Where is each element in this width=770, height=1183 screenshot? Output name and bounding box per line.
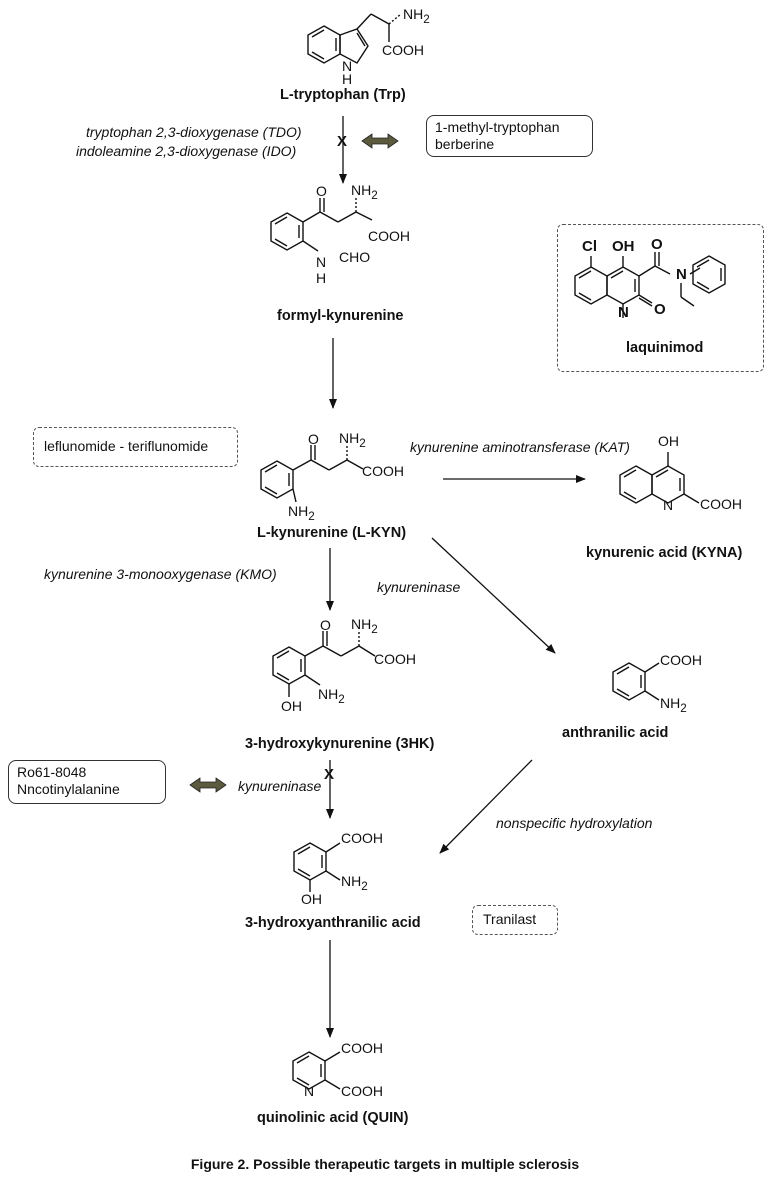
kyn-ar-nh2-label: NH2 <box>288 503 315 523</box>
inhibitor-box-tranilast: Tranilast <box>472 905 558 935</box>
laq-oh-label: OH <box>612 238 635 255</box>
enzyme-kynureninase-a: kynureninase <box>377 579 461 595</box>
inhibitor-box-ro61: Ro61-8048 Nncotinylalanine <box>8 760 166 804</box>
haa-cooh-label: COOH <box>341 830 383 846</box>
trp-nh2-label: NH2 <box>403 6 430 26</box>
anthranilic-acid-structure <box>612 662 660 701</box>
kyna-oh-label: OH <box>658 433 679 449</box>
block-mark-kynureninase: X <box>324 766 335 783</box>
inhibitor-tranilast: Tranilast <box>483 911 537 927</box>
trp-cooh-label: COOH <box>382 42 424 58</box>
quinolinic-acid-structure <box>292 1051 341 1090</box>
kyn-o-label: O <box>308 431 319 447</box>
arrow-anthranilic-to-haa <box>439 759 533 854</box>
formyl-o-label: O <box>316 183 327 199</box>
trp-nh-h-label: H <box>342 71 353 87</box>
inhibitor-nncotinylalanine: Nncotinylalanine <box>17 781 120 797</box>
trp-name: L-tryptophan (Trp) <box>280 87 406 103</box>
formyl-nh2-label: NH2 <box>351 182 378 202</box>
quinolinic-acid-name: quinolinic acid (QUIN) <box>257 1110 409 1126</box>
quin-n-label: N <box>304 1083 315 1099</box>
formyl-n-label: N <box>316 254 327 270</box>
kyn-cooh-label: COOH <box>362 463 404 479</box>
enzyme-kynureninase-b: kynureninase <box>238 778 322 794</box>
3hk-cooh-label: COOH <box>374 651 416 667</box>
inhibitor-ro61-8048: Ro61-8048 <box>17 764 87 780</box>
kynurenic-acid-structure <box>619 452 700 504</box>
inhibitor-box-leflunomide: leflunomide - teriflunomide <box>33 427 238 467</box>
formyl-cho-label: CHO <box>339 249 371 265</box>
block-mark-ido: X <box>337 133 348 150</box>
laq-cl-label: Cl <box>582 238 597 255</box>
laquinimod-structure <box>574 252 726 318</box>
laq-n-amide-label: N <box>676 266 687 283</box>
quin-cooh-top-label: COOH <box>341 1040 383 1056</box>
figure-caption: Figure 2. Possible therapeutic targets i… <box>190 1156 580 1172</box>
enzyme-kat: kynurenine aminotransferase (KAT) <box>410 439 630 455</box>
tryptophan-structure <box>307 13 402 64</box>
enzyme-tdo: tryptophan 2,3-dioxygenase (TDO) <box>86 124 302 140</box>
3hk-oh-label: OH <box>281 698 302 714</box>
enzyme-kmo: kynurenine 3-monooxygenase (KMO) <box>44 566 277 582</box>
formyl-h-label: H <box>316 270 327 286</box>
kynurenic-acid-name: kynurenic acid (KYNA) <box>586 545 743 561</box>
laq-n-ring-label: N <box>618 304 629 321</box>
3hk-ar-nh2-label: NH2 <box>318 686 345 706</box>
hydroxykynurenine-name: 3-hydroxykynurenine (3HK) <box>245 736 435 752</box>
kyna-cooh-label: COOH <box>700 496 742 512</box>
anthranilic-acid-name: anthranilic acid <box>562 725 669 741</box>
hydroxyanthranilic-acid-structure <box>293 842 341 892</box>
3hk-o-label: O <box>320 617 331 633</box>
inhibitor-berberine: berberine <box>435 136 495 152</box>
enzyme-nonspecific: nonspecific hydroxylation <box>496 815 653 831</box>
quin-cooh-bottom-label: COOH <box>341 1083 383 1099</box>
hydroxyanthranilic-acid-name: 3-hydroxyanthranilic acid <box>245 915 421 931</box>
inhibitor-box-laquinimod <box>557 224 764 372</box>
kynurenine-structure <box>260 445 364 503</box>
haa-nh2-label: NH2 <box>341 873 368 893</box>
3hk-nh2-label: NH2 <box>351 616 378 636</box>
arrow-kyn-to-anthranilic <box>431 537 556 654</box>
laq-o-ring-label: O <box>654 301 666 318</box>
formyl-kynurenine-name: formyl-kynurenine <box>277 308 404 324</box>
anth-cooh-label: COOH <box>660 652 702 668</box>
kyn-nh2-label: NH2 <box>339 430 366 450</box>
kyna-n-label: N <box>663 497 674 513</box>
double-arrow-ido <box>361 133 399 149</box>
double-arrow-kynureninase <box>189 777 227 793</box>
hydroxykynurenine-structure <box>272 631 376 697</box>
anth-nh2-label: NH2 <box>660 695 687 715</box>
inhibitor-leflunomide: leflunomide - teriflunomide <box>44 438 209 454</box>
inhibitor-box-ido: 1-methyl-tryptophan berberine <box>426 115 593 157</box>
formyl-kynurenine-structure <box>270 198 373 252</box>
laquinimod-name: laquinimod <box>626 340 704 356</box>
haa-oh-label: OH <box>301 891 322 907</box>
laq-o-top-label: O <box>651 236 663 253</box>
formyl-cooh-label: COOH <box>368 228 410 244</box>
trp-nh-n-label: N <box>342 58 353 74</box>
kynurenine-name: L-kynurenine (L-KYN) <box>257 525 407 541</box>
inhibitor-1-methyl-tryptophan: 1-methyl-tryptophan <box>435 119 560 135</box>
enzyme-ido: indoleamine 2,3-dioxygenase (IDO) <box>76 143 297 159</box>
